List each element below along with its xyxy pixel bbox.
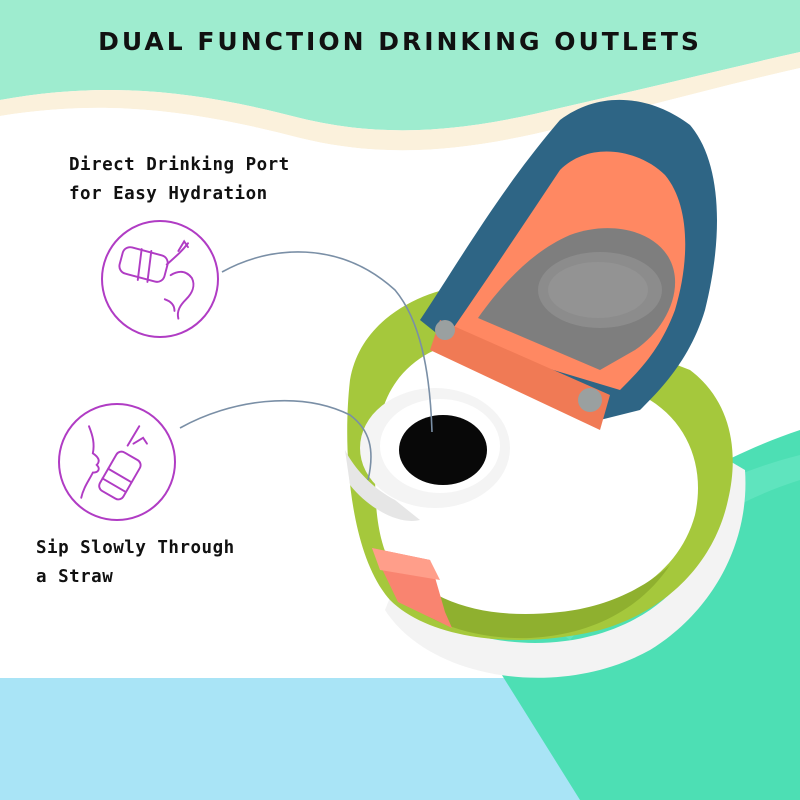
cream-wave — [0, 52, 800, 151]
drinking-port-icon — [101, 220, 219, 338]
feature-label-line: Sip Slowly Through — [36, 538, 235, 558]
feature-label-straw: Sip Slowly Through a Straw — [36, 534, 235, 592]
straw-sipping-icon — [58, 403, 176, 521]
page-title: DUAL FUNCTION DRINKING OUTLETS — [98, 27, 702, 56]
feature-label-line: Direct Drinking Port — [69, 155, 290, 175]
pointer-line-direct — [221, 251, 433, 433]
feature-label-line: a Straw — [36, 567, 114, 587]
pointer-line-straw — [179, 400, 372, 481]
feature-label-line: for Easy Hydration — [69, 184, 268, 204]
straw-hole — [399, 415, 487, 485]
feature-label-direct-port: Direct Drinking Port for Easy Hydration — [69, 151, 290, 209]
top-mint-band — [0, 0, 800, 131]
lid-white-ring — [385, 460, 746, 678]
